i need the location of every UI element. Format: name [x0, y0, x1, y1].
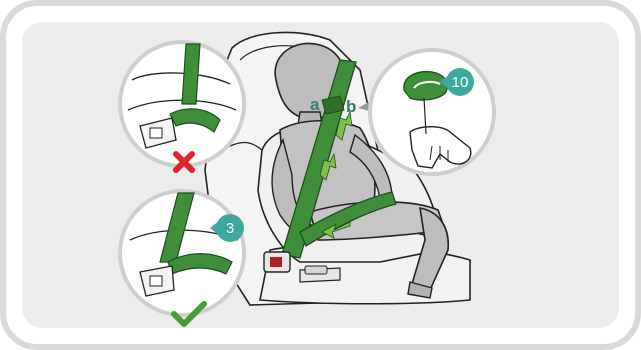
label-a: a: [310, 95, 320, 114]
step-10-number: 10: [452, 74, 469, 91]
detail-circle-belt-guide: [370, 50, 494, 174]
label-b: b: [346, 97, 356, 116]
detail-circle-correct: [120, 191, 244, 315]
detail-circle-incorrect: [120, 42, 244, 166]
step-3-number: 3: [226, 220, 234, 237]
buckle-release-button: [270, 257, 282, 267]
